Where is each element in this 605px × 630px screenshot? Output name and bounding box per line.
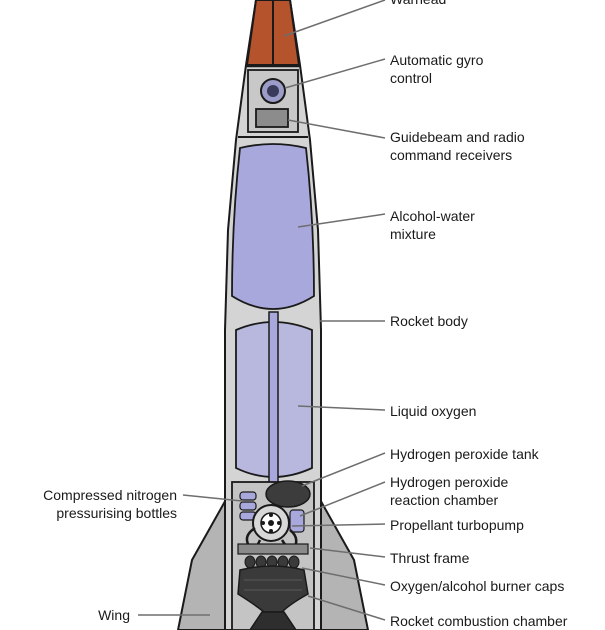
- label-burner-caps-text: Oxygen/alcohol burner caps: [390, 578, 565, 594]
- label-rocket-body-text: Rocket body: [390, 313, 468, 329]
- alcohol-tank: [231, 143, 315, 310]
- label-combustion-chamber: Rocket combustion chamber: [390, 612, 567, 630]
- nitrogen-bottle: [239, 491, 257, 501]
- hydrogen-peroxide-tank: [265, 480, 311, 508]
- label-alcohol-line2: mixture: [390, 226, 436, 242]
- leader-lines: [138, 0, 386, 621]
- label-warhead-text: Warhead: [390, 0, 446, 8]
- reaction-chamber: [289, 509, 305, 533]
- label-thrust-frame-text: Thrust frame: [390, 550, 470, 566]
- label-liquid-oxygen-text: Liquid oxygen: [390, 403, 477, 419]
- combustion-chamber: [237, 565, 309, 613]
- label-nitrogen-line1: Compressed nitrogen: [43, 487, 177, 503]
- label-h2o2-tank-text: Hydrogen peroxide tank: [390, 446, 539, 462]
- label-guidebeam: Guidebeam and radio command receivers: [390, 128, 525, 164]
- label-h2o2-chamber: Hydrogen peroxide reaction chamber: [390, 473, 508, 509]
- label-nitrogen: Compressed nitrogen pressurising bottles: [20, 486, 177, 522]
- label-alcohol: Alcohol-water mixture: [390, 207, 475, 243]
- label-combustion-chamber-text: Rocket combustion chamber: [390, 613, 568, 629]
- label-nitrogen-line2: pressurising bottles: [56, 505, 177, 521]
- label-guidebeam-line1: Guidebeam and radio: [390, 129, 525, 145]
- label-liquid-oxygen: Liquid oxygen: [390, 402, 476, 420]
- thrust-frame: [237, 543, 309, 555]
- label-turbopump-text: Propellant turbopump: [390, 517, 524, 533]
- label-gyro-line2: control: [390, 70, 433, 86]
- label-gyro-line1: Automatic gyro: [390, 52, 484, 68]
- label-rocket-body: Rocket body: [390, 312, 468, 330]
- label-h2o2-tank: Hydrogen peroxide tank: [390, 445, 539, 463]
- label-alcohol-line1: Alcohol-water: [390, 208, 475, 224]
- nozzle: [249, 611, 297, 630]
- label-h2o2-chamber-line1: Hydrogen peroxide: [390, 474, 509, 490]
- nitrogen-bottle: [239, 501, 257, 511]
- label-thrust-frame: Thrust frame: [390, 549, 469, 567]
- label-warhead: Warhead: [390, 0, 446, 8]
- label-turbopump: Propellant turbopump: [390, 516, 524, 534]
- label-h2o2-chamber-line2: reaction chamber: [390, 492, 499, 508]
- label-gyro: Automatic gyro control: [390, 51, 483, 87]
- receiver-box: [255, 108, 289, 128]
- label-wing-text: Wing: [98, 607, 130, 623]
- label-burner-caps: Oxygen/alcohol burner caps: [390, 577, 564, 595]
- feed-pipe: [268, 311, 279, 493]
- label-wing: Wing: [60, 606, 130, 624]
- warhead: [245, 0, 274, 66]
- label-guidebeam-line2: command receivers: [390, 147, 513, 163]
